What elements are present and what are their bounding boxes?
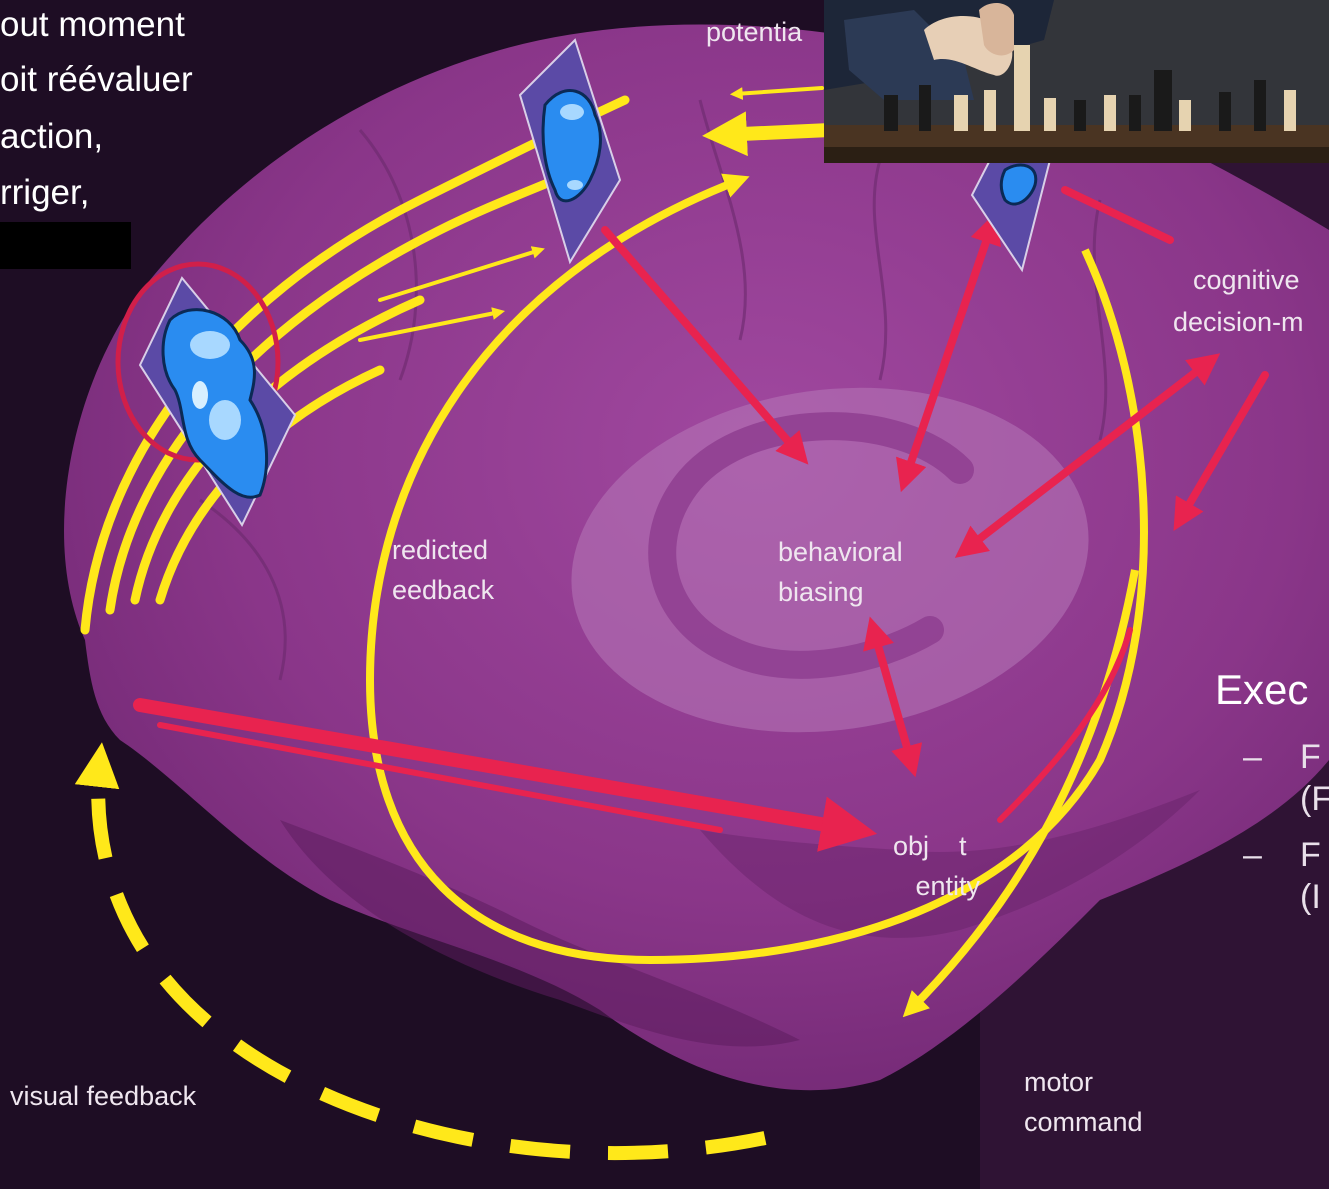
label-identity: entity bbox=[893, 871, 981, 901]
slide-text-line: out moment bbox=[0, 5, 185, 44]
bullet-text: (I bbox=[1300, 878, 1321, 916]
label-decision-making: decision-m bbox=[1173, 307, 1304, 337]
bullet-text: (F bbox=[1300, 780, 1329, 818]
chess-player-photo bbox=[824, 0, 1329, 163]
label-feedback: eedback bbox=[392, 575, 495, 605]
slide-text-line: action, bbox=[0, 117, 104, 156]
slide-text-line: rriger, bbox=[0, 173, 90, 212]
bullet-text: F bbox=[1300, 836, 1321, 874]
redaction-box bbox=[0, 222, 131, 269]
red-arrows bbox=[133, 186, 1269, 852]
visual-feedback-arrow bbox=[74, 742, 767, 1161]
label-behavioral: behavioral bbox=[778, 537, 903, 567]
bullet-dash: – bbox=[1243, 738, 1262, 776]
label-motor: motor bbox=[1024, 1067, 1094, 1097]
label-object: obj t bbox=[893, 831, 967, 861]
label-biasing: biasing bbox=[778, 577, 864, 607]
activation-patch-frontal bbox=[138, 276, 297, 528]
bullet-dash: – bbox=[1243, 836, 1262, 874]
bullet-text: F bbox=[1300, 738, 1321, 776]
label-predicted: redicted bbox=[392, 535, 489, 565]
exec-heading: Exec bbox=[1215, 666, 1309, 713]
activation-patch-premotor bbox=[518, 38, 622, 265]
label-command: command bbox=[1024, 1107, 1143, 1137]
prediction-loop bbox=[365, 173, 1148, 965]
slide-text-line: oit réévaluer bbox=[0, 60, 193, 99]
label-visual-feedback: visual feedback bbox=[10, 1081, 197, 1111]
label-potential: potentia bbox=[706, 17, 803, 47]
label-cognitive: cognitive bbox=[1193, 265, 1300, 295]
